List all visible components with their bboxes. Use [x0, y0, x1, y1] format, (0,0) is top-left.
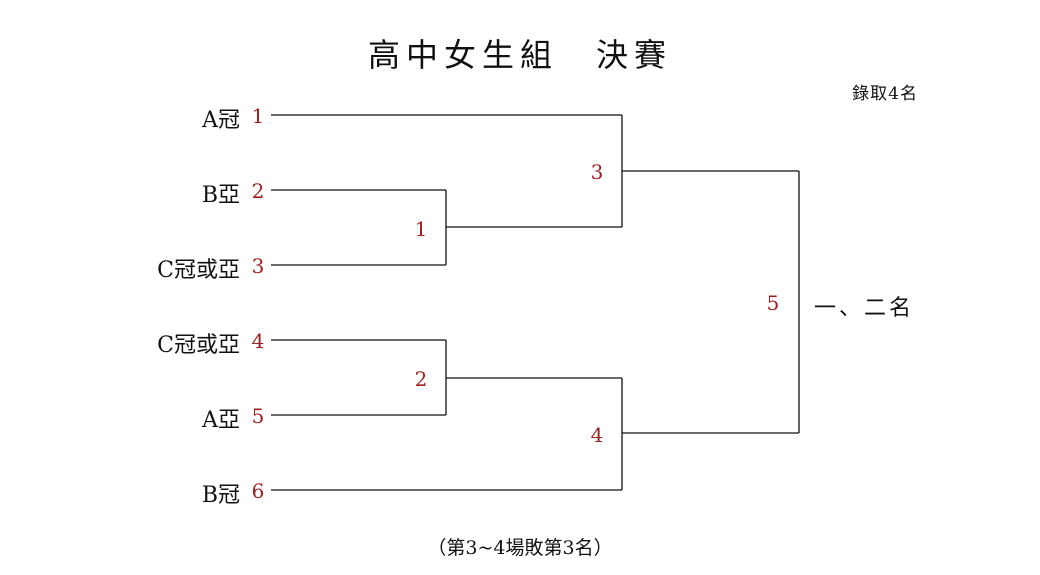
match-number: 3: [590, 160, 604, 184]
team-label: C冠或亞: [157, 333, 240, 358]
team-label: B冠: [201, 483, 240, 508]
team-label: B亞: [201, 183, 240, 208]
quota-note: 錄取4名: [852, 84, 918, 104]
team-label: A冠: [202, 108, 240, 133]
seed-number: 4: [251, 329, 265, 353]
seed-number: 6: [251, 479, 265, 503]
footer-note: （第3~4場敗第3名）: [427, 537, 613, 559]
seed-number: 1: [251, 104, 265, 128]
match-number: 5: [766, 291, 780, 315]
match-number: 4: [590, 423, 604, 447]
team-label: C冠或亞: [157, 258, 240, 283]
match-number: 2: [414, 367, 428, 391]
seed-number: 2: [251, 179, 265, 203]
team-label: A亞: [202, 408, 240, 433]
seed-number: 5: [251, 404, 265, 428]
final-result-label: 一、二名: [814, 296, 915, 321]
match-number: 1: [414, 217, 428, 241]
seed-number: 3: [251, 254, 265, 278]
page-title: 高中女生組 決賽: [367, 36, 672, 74]
